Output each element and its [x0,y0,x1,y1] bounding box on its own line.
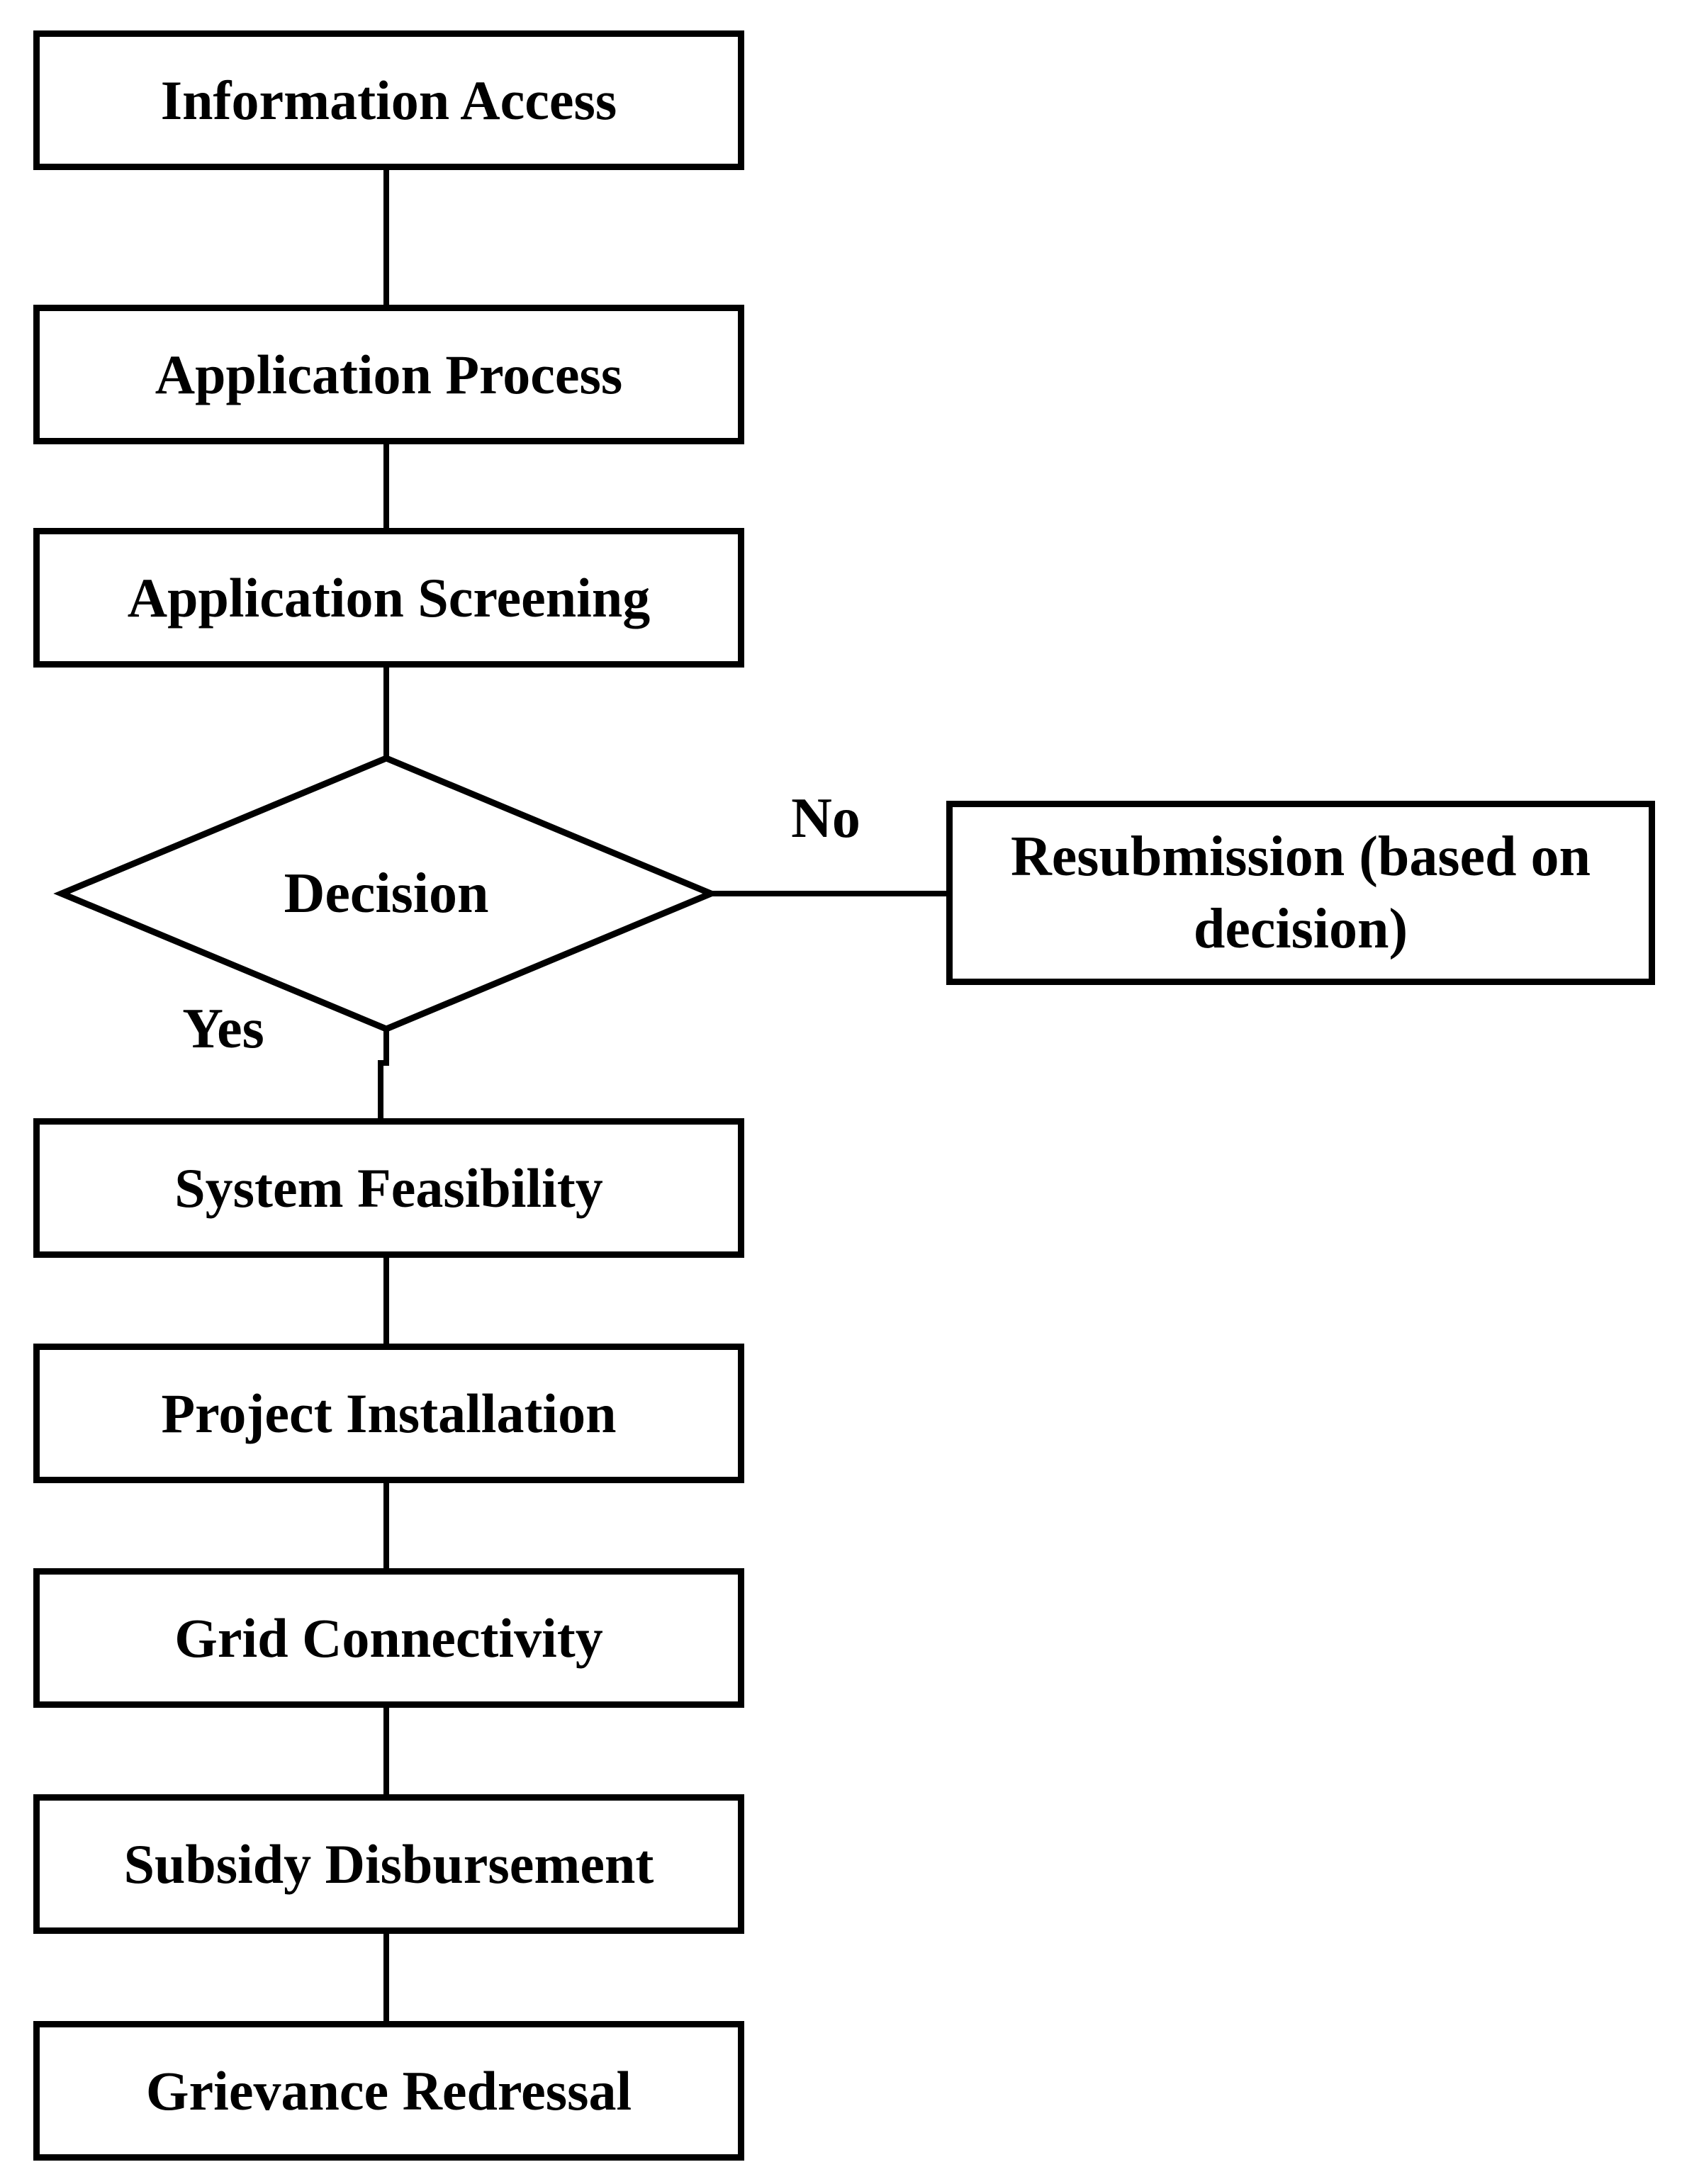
flow-node-grievance-redressal: Grievance Redressal [33,2021,744,2161]
node-label: Resubmission (based on decision) [1010,825,1591,960]
flow-node-subsidy-disbursement: Subsidy Disbursement [33,1794,744,1934]
edge-label-yes: Yes [117,992,330,1066]
edge-label-no: No [737,782,914,856]
connector-decision-to-feasibility [378,1029,389,1118]
node-label: Grid Connectivity [174,1606,603,1669]
flow-node-information-access: Information Access [33,30,744,170]
node-label: Decision [284,862,489,925]
decision-diamond [53,755,719,1032]
flow-node-resubmission: Resubmission (based on decision) [946,801,1655,985]
edge-label-text: No [791,787,860,850]
node-label: Subsidy Disbursement [123,1833,654,1895]
node-label: Application Process [155,343,623,405]
edge-label-text: Yes [182,998,264,1060]
flow-node-project-installation: Project Installation [33,1344,744,1483]
flow-node-system-feasibility: System Feasibility [33,1118,744,1258]
node-label: Grievance Redressal [145,2059,632,2122]
flow-node-application-process: Application Process [33,305,744,444]
node-label: Project Installation [161,1382,617,1444]
flow-node-decision-label: Decision [174,848,599,940]
flow-node-grid-connectivity: Grid Connectivity [33,1568,744,1708]
node-label: Application Screening [127,566,651,629]
flow-node-application-screening: Application Screening [33,528,744,668]
node-label: Information Access [160,69,617,131]
node-label: System Feasibility [174,1156,603,1219]
